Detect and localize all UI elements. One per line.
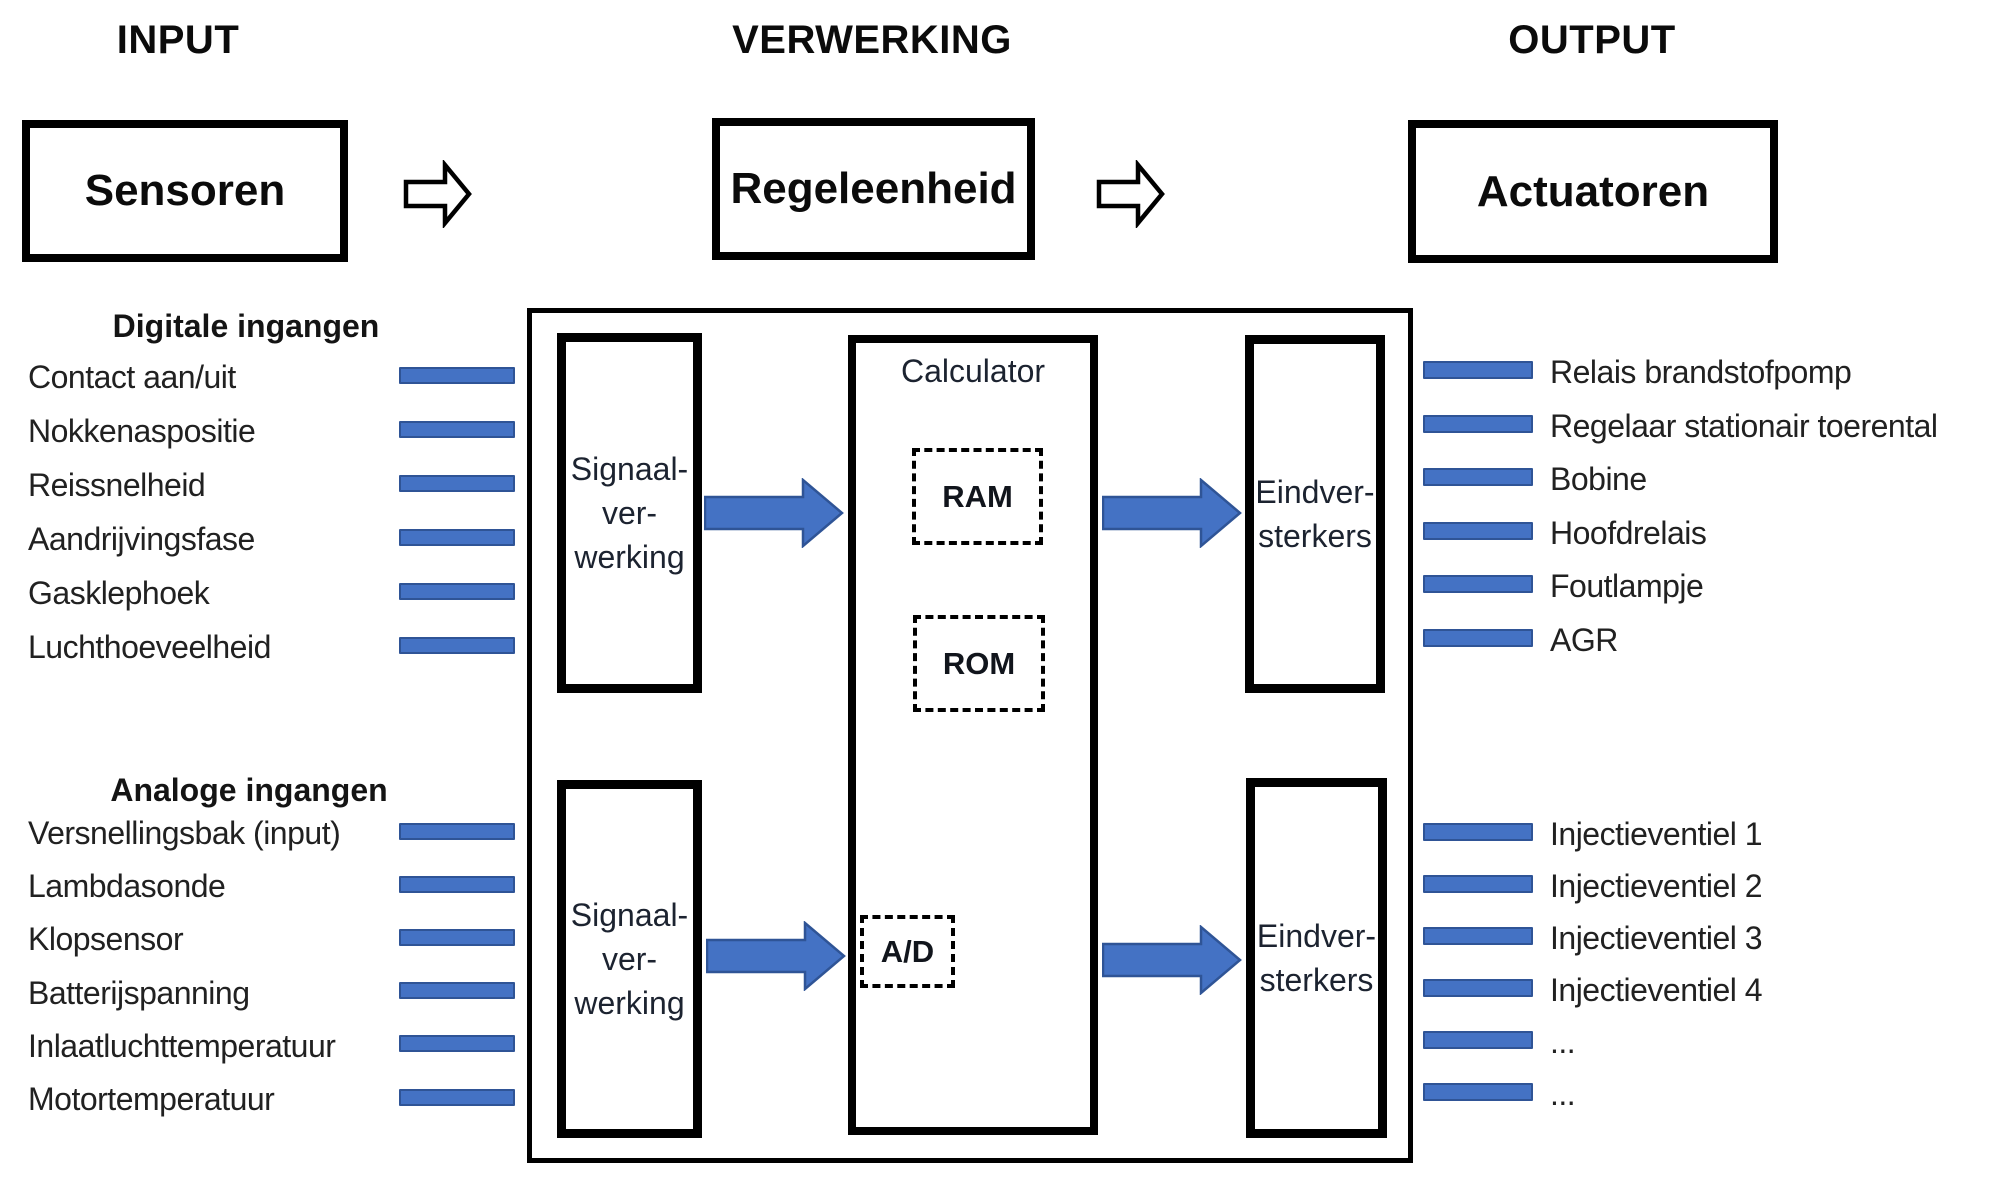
- output-top-label: Regelaar stationair toerental: [1550, 407, 1938, 444]
- output-top-signal-bar: [1423, 575, 1533, 593]
- analog-input-label: Inlaatluchttemperatuur: [28, 1027, 336, 1064]
- signal-processing-label-line: werking: [574, 539, 685, 575]
- analog-input-signal-bar: [399, 982, 515, 1000]
- actuators-box-label: Actuatoren: [1476, 166, 1710, 216]
- digital-input-signal-bar: [399, 582, 515, 600]
- ad-converter-box: A/D: [860, 915, 955, 988]
- rom-box: ROM: [913, 615, 1045, 712]
- output-bottom-signal-bar: [1423, 1083, 1533, 1101]
- calculator-label: Calculator: [900, 353, 1046, 389]
- output-top-signal-bar: [1423, 414, 1533, 433]
- output-top-signal-bar: [1423, 521, 1533, 540]
- analog-input-signal-bar: [399, 928, 515, 946]
- output-bottom-label: Injectieventiel 2: [1550, 868, 1763, 904]
- output-top-signal-bar: [1423, 361, 1533, 379]
- stage-arrow-sensors-to-control-icon: [403, 160, 472, 228]
- output-amplifier-label-line: sterkers: [1259, 962, 1374, 998]
- digital-input-label: Luchthoeveelheid: [28, 629, 271, 665]
- analog-input-label: Batterijspanning: [28, 974, 250, 1011]
- output-bottom-signal-bar: [1423, 823, 1533, 841]
- ad-converter-label: A/D: [880, 933, 935, 969]
- rom-label: ROM: [942, 645, 1016, 681]
- flow-arrow-calculator-to-amplifier-top-icon: [1102, 478, 1242, 548]
- output-amplifier-label-line: Eindver-: [1255, 474, 1375, 510]
- output-amplifier-box-top: Eindver- sterkers: [1245, 335, 1385, 693]
- analog-input-label: Klopsensor: [28, 921, 184, 958]
- digital-input-signal-bar: [399, 366, 515, 384]
- digital-input-signal-bar: [399, 474, 515, 492]
- sensors-box-label: Sensoren: [84, 166, 286, 215]
- output-amplifier-box-bottom: Eindver- sterkers: [1246, 778, 1387, 1138]
- output-bottom-label: Injectieventiel 3: [1550, 920, 1763, 956]
- analog-input-signal-bar: [399, 822, 515, 840]
- digital-input-signal-bar: [399, 420, 515, 438]
- analog-input-label: Versnellingsbak (input): [28, 815, 341, 851]
- analog-input-signal-bar: [399, 875, 515, 893]
- signal-processing-box-top: Signaal- ver- werking: [557, 333, 702, 693]
- analog-input-signal-bar: [399, 1088, 515, 1106]
- digital-input-label: Reissnelheid: [28, 467, 206, 503]
- output-top-signal-bar: [1423, 628, 1533, 647]
- output-bottom-label: Injectieventiel 1: [1550, 816, 1763, 852]
- output-top-label: AGR: [1550, 621, 1618, 658]
- analog-input-label: Lambdasonde: [28, 868, 226, 905]
- output-bottom-label: ...: [1550, 1024, 1576, 1060]
- digital-input-signal-bar: [399, 528, 515, 546]
- digital-input-label: Gasklephoek: [28, 575, 210, 611]
- signal-processing-label-line: Signaal-: [570, 451, 689, 487]
- ram-box: RAM: [912, 448, 1043, 545]
- digital-inputs-header: Digitale ingangen: [112, 308, 380, 344]
- control-unit-box: Regeleenheid: [712, 118, 1035, 260]
- signal-processing-box-bottom: Signaal- ver- werking: [557, 780, 702, 1138]
- flow-arrow-signal-to-calculator-top-icon: [704, 478, 844, 548]
- output-amplifier-label-line: sterkers: [1258, 518, 1372, 554]
- output-top-label: Hoofdrelais: [1550, 514, 1707, 551]
- flow-arrow-signal-to-calculator-bottom-icon: [706, 921, 846, 991]
- output-bottom-signal-bar: [1423, 927, 1533, 945]
- actuators-box: Actuatoren: [1408, 120, 1778, 263]
- analog-input-signal-bar: [399, 1035, 515, 1053]
- stage-arrow-control-to-actuators-icon: [1096, 160, 1165, 228]
- output-amplifier-label-line: Eindver-: [1256, 918, 1377, 954]
- output-bottom-signal-bar: [1423, 979, 1533, 997]
- digital-input-label: Nokkenaspositie: [28, 413, 256, 449]
- ram-label: RAM: [942, 478, 1013, 514]
- output-bottom-signal-bar: [1423, 875, 1533, 893]
- digital-input-label: Contact aan/uit: [28, 359, 236, 395]
- column-header-processing: VERWERKING: [732, 18, 1012, 62]
- output-bottom-signal-bar: [1423, 1031, 1533, 1049]
- output-bottom-label: Injectieventiel 4: [1550, 972, 1763, 1008]
- column-header-input: INPUT: [116, 18, 240, 62]
- signal-processing-label-line: ver-: [601, 941, 658, 977]
- digital-input-signal-bar: [399, 636, 515, 654]
- flow-arrow-calculator-to-amplifier-bottom-icon: [1102, 925, 1242, 995]
- output-top-label: Foutlampje: [1550, 568, 1704, 604]
- sensors-box: Sensoren: [22, 120, 348, 262]
- column-header-output: OUTPUT: [1508, 18, 1676, 62]
- output-top-signal-bar: [1423, 468, 1533, 486]
- output-top-label: Bobine: [1550, 461, 1647, 497]
- signal-processing-label-line: Signaal-: [570, 897, 689, 933]
- output-top-label: Relais brandstofpomp: [1550, 354, 1852, 390]
- signal-processing-label-line: werking: [574, 985, 685, 1021]
- analog-input-label: Motortemperatuur: [28, 1081, 275, 1117]
- output-bottom-label: ...: [1550, 1076, 1576, 1112]
- analog-inputs-header: Analoge ingangen: [110, 772, 388, 808]
- control-unit-box-label: Regeleenheid: [730, 164, 1017, 213]
- signal-processing-label-line: ver-: [601, 495, 658, 531]
- digital-input-label: Aandrijvingsfase: [28, 521, 255, 557]
